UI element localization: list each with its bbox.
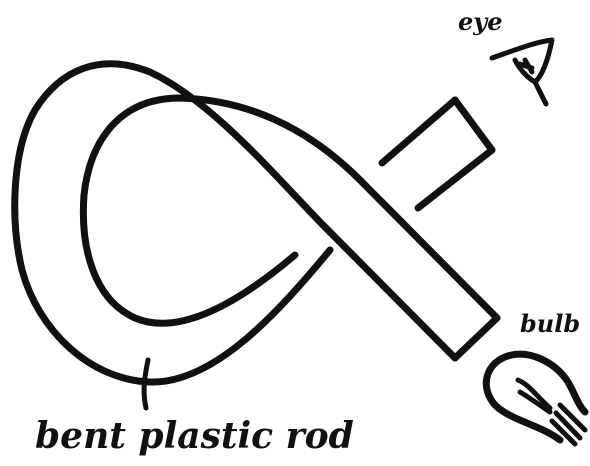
rod-straight-end-left xyxy=(382,100,455,163)
eye-label: eye xyxy=(458,7,502,36)
rod-straight-end-right xyxy=(418,150,492,208)
eye-icon xyxy=(492,40,552,104)
rod-straight-end-cap xyxy=(455,100,492,150)
rod-end-bulb xyxy=(455,318,497,358)
bulb-label: bulb xyxy=(520,309,580,338)
rod-inner-edge xyxy=(83,98,497,323)
rod-label: bent plastic rod xyxy=(35,415,354,457)
bulb-icon xyxy=(486,354,585,444)
